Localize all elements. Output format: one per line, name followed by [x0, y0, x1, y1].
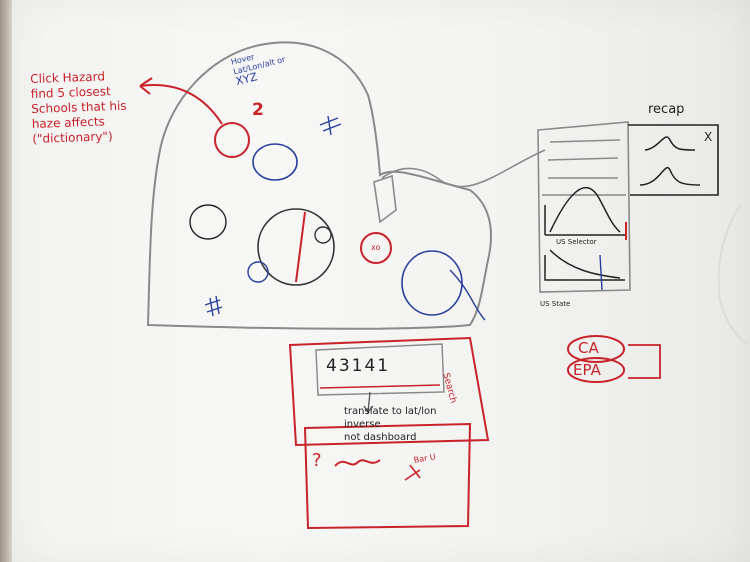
whiteboard	[12, 0, 750, 562]
translate-note-line: not dashboard	[344, 432, 417, 443]
hash-mark-1	[204, 295, 223, 317]
black-region-1	[189, 204, 227, 240]
ca-bracket	[628, 344, 661, 379]
hazard-note: Click Hazard find 5 closest Schools that…	[30, 69, 128, 147]
connector-box	[373, 174, 397, 224]
epa-circle	[567, 357, 625, 383]
map-outline	[146, 41, 492, 330]
dashboard-frame	[303, 422, 472, 530]
state-label: US State	[540, 300, 571, 308]
red-marker-circle	[360, 232, 392, 264]
panel-title: recap	[648, 102, 685, 117]
connector-line	[381, 149, 546, 188]
question-mark: ?	[312, 450, 322, 471]
translate-note-line: inverse	[344, 419, 381, 430]
hash-mark-2	[319, 115, 342, 136]
whiteboard-frame	[0, 0, 12, 562]
blue-region-1	[252, 143, 298, 181]
recap-panel-frame	[628, 124, 719, 196]
search-input-frame	[315, 343, 445, 396]
small-circle	[314, 226, 332, 244]
step-number: 2	[252, 100, 264, 120]
close-icon: X	[704, 130, 713, 144]
map-marker-label: xo	[371, 243, 381, 252]
side-panel-frame	[537, 121, 631, 293]
blue-region-2	[401, 250, 463, 316]
blue-small-circle	[247, 261, 269, 283]
translate-note: translate to lat/lon inverse not dashboa…	[344, 405, 437, 444]
selector-label: US Selector	[556, 238, 597, 246]
central-circle	[257, 208, 335, 286]
secondary-curve	[544, 249, 625, 281]
ca-circle	[567, 335, 625, 363]
dashboard-squiggle	[334, 459, 381, 467]
recap-curve-top	[644, 136, 696, 151]
recap-curve-bottom	[639, 167, 701, 186]
search-box-frame	[288, 336, 490, 447]
ca-label: CA	[578, 339, 599, 357]
translate-note-line: translate to lat/lon	[344, 406, 437, 417]
arrow-to-note	[139, 77, 223, 125]
epa-label: EPA	[573, 361, 601, 379]
hazard-circle	[214, 122, 250, 158]
search-value: 43141	[326, 356, 391, 376]
distribution-curve	[544, 186, 625, 236]
